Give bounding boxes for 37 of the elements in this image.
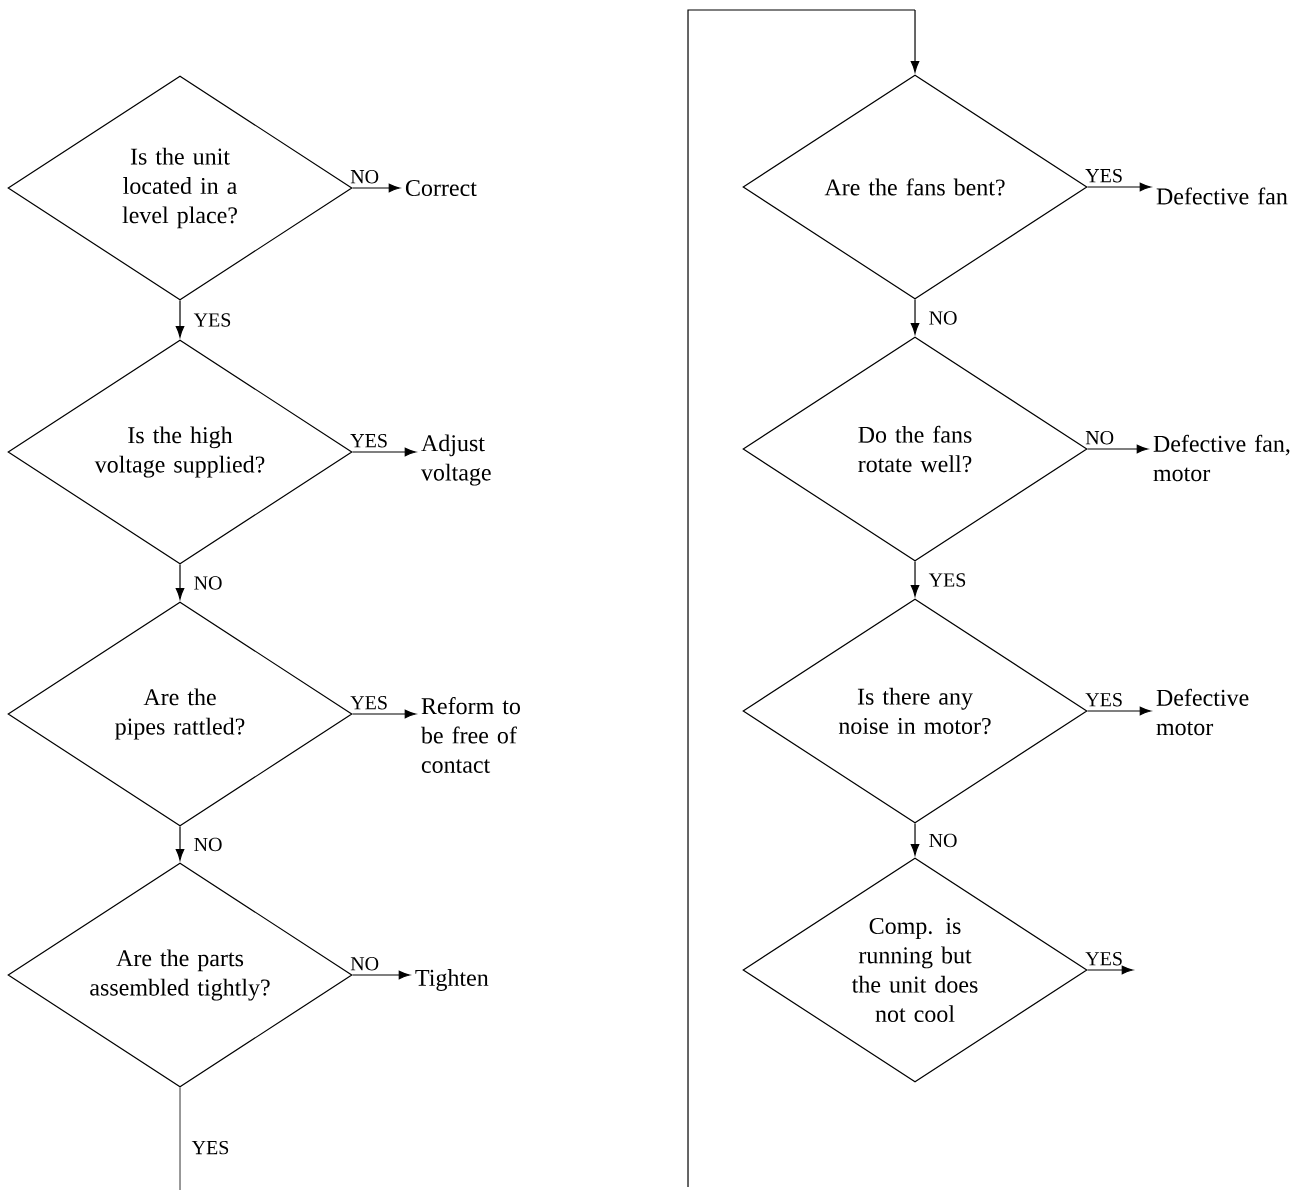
outcome-text: Defective motor: [1156, 688, 1249, 736]
outcome-text: Defective fan: [1156, 187, 1288, 205]
arrow: [1087, 706, 1151, 716]
edge-label: YES: [350, 696, 387, 710]
outcome-text: Reform to be free of contact: [420, 697, 520, 773]
arrow: [910, 9, 920, 73]
outcome-text: Correct: [405, 179, 477, 197]
arrow: [1087, 965, 1133, 975]
edge-label: YES: [1085, 952, 1122, 966]
edge-label: NO: [194, 576, 222, 590]
arrow: [175, 300, 185, 338]
edge-label: YES: [193, 313, 231, 327]
arrow: [1087, 444, 1148, 454]
arrow: [910, 299, 920, 335]
edge-label: NO: [929, 311, 957, 325]
edge-label: YES: [928, 573, 966, 587]
arrow: [175, 826, 185, 861]
edge-label: YES: [1085, 693, 1122, 707]
outcome-text: Adjust voltage: [420, 434, 491, 486]
arrow: [352, 447, 416, 457]
arrow: [352, 970, 410, 980]
arrow: [352, 709, 416, 719]
edge-label: NO: [929, 833, 957, 848]
edge-label: NO: [1085, 431, 1114, 445]
arrow: [352, 183, 400, 193]
outcome-text: Defective fan, motor: [1153, 434, 1290, 482]
edge-label: YES: [191, 1140, 229, 1155]
arrow: [910, 561, 920, 597]
outcome-text: Tighten: [415, 969, 489, 991]
edge-label: YES: [350, 434, 387, 448]
edge-label: NO: [350, 957, 379, 971]
arrow: [910, 823, 920, 856]
arrow: [175, 564, 185, 600]
edge-label: YES: [1085, 168, 1122, 183]
edge-label: NO: [350, 169, 379, 184]
arrow: [1087, 182, 1151, 192]
edge-label: NO: [194, 837, 222, 852]
